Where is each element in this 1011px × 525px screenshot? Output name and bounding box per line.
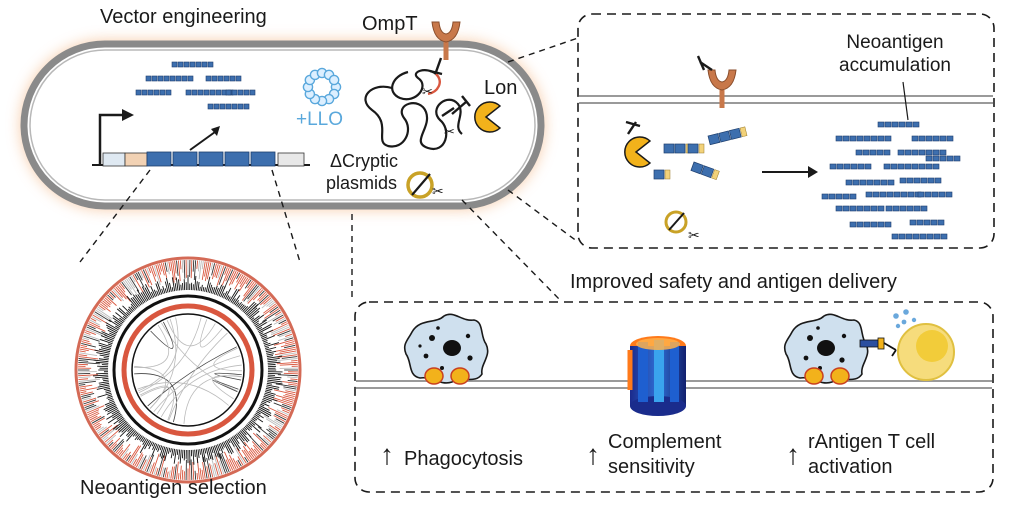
svg-text:✂: ✂: [422, 85, 433, 100]
accumulation-pointer: [903, 82, 908, 120]
neoantigen-accumulation-line1: Neoantigen: [810, 33, 980, 54]
neoantigen-accumulation-line2: accumulation: [810, 56, 980, 77]
accumulation-arrow: [762, 166, 818, 178]
outcome-complement-arrow: ↑: [586, 440, 600, 471]
accumulation-membrane: [579, 96, 993, 103]
outcome-tcell-line1: rAntigen T cell: [808, 431, 935, 453]
ompt-inhibited-icon: [698, 56, 736, 108]
macrophage-icon: [405, 314, 488, 384]
macrophage-presenting-icon: [785, 314, 896, 384]
outcome-complement-line1: Complement: [608, 431, 721, 453]
antigen-fragments: [654, 127, 747, 180]
t-cell-icon: [898, 324, 954, 380]
complement-pore-icon: [630, 336, 686, 416]
outcome-complement-line2: sensitivity: [608, 456, 695, 478]
improved-safety-title: Improved safety and antigen delivery: [570, 271, 897, 293]
neoantigen-selection-title: Neoantigen selection: [80, 477, 267, 499]
svg-text:✂: ✂: [432, 184, 444, 200]
outcome-phagocytosis-label: Phagocytosis: [404, 448, 523, 470]
cytokine-dots: [893, 309, 916, 328]
outcome-tcell-arrow: ↑: [786, 440, 800, 471]
outcome-phagocytosis-arrow: ↑: [380, 440, 394, 471]
accumulated-antigen-strings: [822, 122, 960, 239]
svg-text:✂: ✂: [444, 125, 455, 140]
cryptic-plasmids-line1: ΔCryptic: [330, 152, 398, 172]
svg-text:✂: ✂: [688, 228, 700, 244]
outcome-tcell-line2: activation: [808, 456, 893, 478]
lon-inhibited-icon: [625, 122, 650, 167]
cryptic-plasmid-small-icon: ✂: [666, 212, 700, 244]
cryptic-plasmids-line2: plasmids: [326, 174, 397, 194]
llo-label: +LLO: [296, 110, 343, 131]
ompt-label: OmpT: [362, 13, 418, 35]
lon-label: Lon: [484, 77, 517, 99]
circos-plot: [76, 258, 300, 482]
vector-engineering-title: Vector engineering: [100, 6, 267, 28]
